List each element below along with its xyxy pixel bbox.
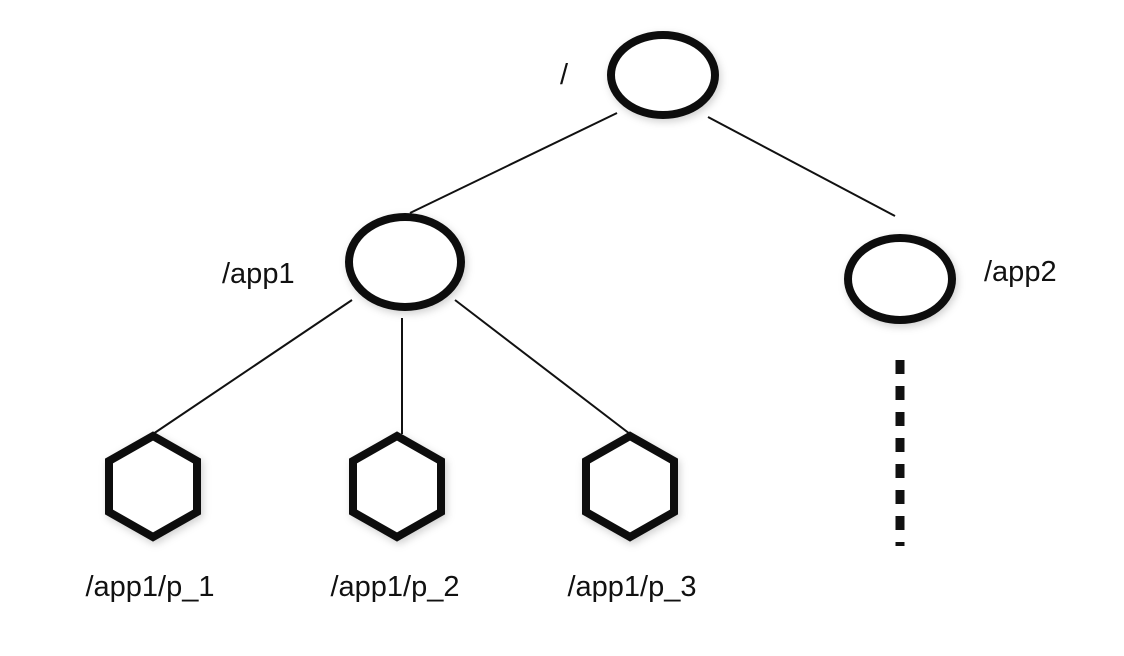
label-p3: /app1/p_3 bbox=[567, 571, 696, 603]
node-p1 bbox=[105, 431, 201, 542]
label-p1: /app1/p_1 bbox=[85, 571, 214, 603]
node-p2 bbox=[349, 431, 445, 542]
label-root: / bbox=[560, 59, 569, 91]
label-app2: /app2 bbox=[984, 256, 1057, 288]
node-root bbox=[607, 31, 719, 119]
edge-root-app2 bbox=[707, 116, 896, 217]
label-p2: /app1/p_2 bbox=[330, 571, 459, 603]
node-p3 bbox=[582, 431, 678, 542]
edge-root-app1 bbox=[409, 112, 618, 214]
edge-app1-p3 bbox=[454, 299, 631, 435]
node-app2 bbox=[844, 234, 956, 324]
label-app1: /app1 bbox=[222, 258, 295, 290]
node-app1 bbox=[345, 213, 465, 311]
edge-app1-p1 bbox=[152, 299, 353, 435]
